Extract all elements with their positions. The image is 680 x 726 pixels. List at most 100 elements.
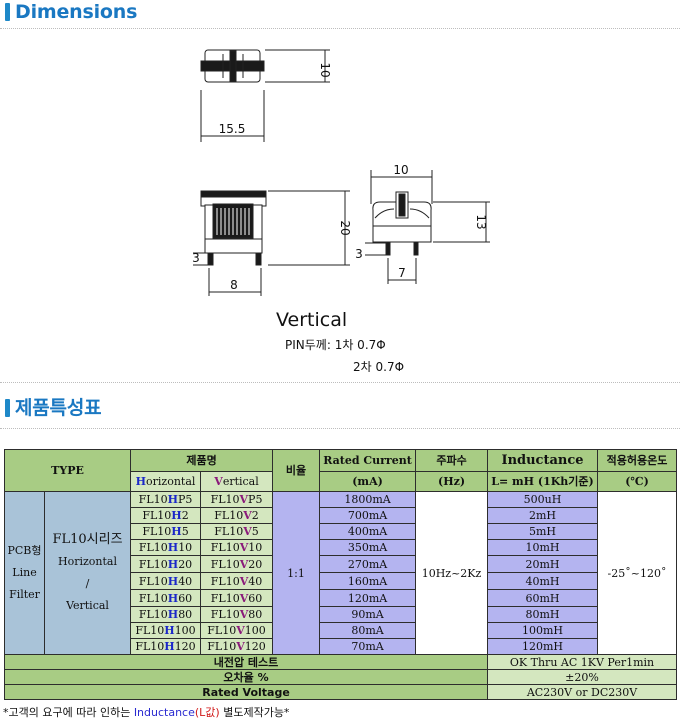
- footer-row: 오차율 % ±20%: [3, 669, 678, 685]
- inductance-value: 80mH: [487, 606, 599, 623]
- rated-current-value: 400mA: [319, 523, 417, 540]
- header-horizontal: Horizontal: [130, 471, 202, 492]
- footer-value: ±20%: [487, 669, 678, 685]
- model-vertical: FL10V120: [200, 638, 274, 655]
- frequency-value: 10Hz~2Kz: [415, 491, 489, 655]
- inductance-value: 500uH: [487, 491, 599, 508]
- ratio-value: 1:1: [272, 491, 321, 655]
- rated-current-value: 700mA: [319, 507, 417, 524]
- dim-front-pin-pitch: 7: [398, 266, 406, 280]
- model-vertical: FL10V10: [200, 539, 274, 556]
- pin-thickness-label: PIN두께: 1차 0.7Φ: [285, 338, 386, 352]
- group-type-cell: PCB형 Line Filter: [4, 491, 45, 655]
- rated-current-value: 90mA: [319, 606, 417, 623]
- table-row: FL10H40 FL10V40 160mA 40mH: [5, 572, 677, 590]
- dim-front-width: 10: [393, 163, 408, 177]
- model-vertical: FL10VP5: [200, 491, 274, 508]
- model-vertical: FL10V5: [200, 523, 274, 540]
- table-row: PCB형 Line Filter FL10시리즈 Horizontal / Ve…: [4, 491, 678, 655]
- model-vertical: FL10V40: [200, 572, 274, 590]
- rated-current-value: 1800mA: [319, 491, 417, 508]
- footer-label: 내전압 테스트: [3, 654, 489, 670]
- header-ratio: 비율: [272, 449, 321, 492]
- footer-label: 오차율 %: [3, 669, 489, 685]
- header-inductance-unit: L= mH (1Kh기준): [487, 471, 599, 492]
- inductance-value: 40mH: [487, 572, 599, 590]
- inductance-value: 60mH: [487, 589, 599, 607]
- model-horizontal: FL10H60: [130, 589, 202, 607]
- model-horizontal: FL10H5: [130, 523, 202, 540]
- custom-order-note: *고객의 요구에 따라 인하는 Inductance(L값) 별도제작가능*: [3, 706, 290, 719]
- pin-thickness-label-2: 2차 0.7Φ: [353, 360, 404, 372]
- model-vertical: FL10V80: [200, 606, 274, 623]
- dim-side-height: 20: [338, 220, 352, 235]
- header-frequency: 주파수: [415, 449, 489, 472]
- model-vertical: FL10V100: [200, 622, 274, 639]
- section-marker: [5, 399, 10, 417]
- table-row: FL10H120 FL10V120 70mA 120mH: [5, 638, 677, 655]
- header-rated-current-unit: (mA): [319, 471, 417, 492]
- rated-current-value: 80mA: [319, 622, 417, 639]
- header-vertical: Vertical: [200, 471, 274, 492]
- table-row: FL10H60 FL10V60 120mA 60mH: [5, 589, 677, 607]
- dim-side-width: 8: [230, 278, 238, 292]
- dim-side-pin-offset: 3: [192, 251, 200, 265]
- divider: [0, 428, 680, 429]
- footer-label: Rated Voltage: [3, 684, 489, 700]
- dimension-drawing: 10 15.5 20 3 8 10 13 3 7 Vertical PIN두께:…: [192, 49, 490, 372]
- footer-value: AC230V or DC230V: [487, 684, 678, 700]
- header-temperature: 적용허용온도: [597, 449, 678, 472]
- rated-current-value: 120mA: [319, 589, 417, 607]
- header-temperature-unit: (℃): [597, 471, 678, 492]
- dim-top-width: 15.5: [219, 122, 246, 136]
- inductance-value: 10mH: [487, 539, 599, 556]
- spec-table: TYPE 제품명 비율 Rated Current 주파수 Inductance…: [3, 449, 678, 700]
- footer-value: OK Thru AC 1KV Per1min: [487, 654, 678, 670]
- divider: [0, 382, 680, 383]
- dim-front-pin-offset: 3: [355, 247, 363, 261]
- table-row: FL10H20 FL10V20 270mA 20mH: [5, 555, 677, 573]
- model-horizontal: FL10H20: [130, 555, 202, 573]
- inductance-value: 5mH: [487, 523, 599, 540]
- table-row: FL10H80 FL10V80 90mA 80mH: [5, 606, 677, 623]
- spec-title: 제품특성표: [15, 397, 102, 419]
- table-row: FL10H5 FL10V5 400mA 5mH: [5, 523, 677, 540]
- model-horizontal: FL10H2: [130, 507, 202, 524]
- dimensions-title: Dimensions: [15, 1, 138, 23]
- header-rated-current: Rated Current: [319, 449, 417, 472]
- model-vertical: FL10V2: [200, 507, 274, 524]
- model-horizontal: FL10HP5: [130, 491, 202, 508]
- rated-current-value: 270mA: [319, 555, 417, 573]
- inductance-value: 120mH: [487, 638, 599, 655]
- inductance-value: 2mH: [487, 507, 599, 524]
- drawing-caption: Vertical: [276, 309, 347, 331]
- model-horizontal: FL10H10: [130, 539, 202, 556]
- side-view: [193, 190, 350, 296]
- divider: [0, 28, 680, 29]
- model-horizontal: FL10H120: [130, 638, 202, 655]
- footer-row: 내전압 테스트 OK Thru AC 1KV Per1min: [3, 654, 678, 670]
- rated-current-value: 70mA: [319, 638, 417, 655]
- front-view: [365, 170, 490, 284]
- model-horizontal: FL10H80: [130, 606, 202, 623]
- model-horizontal: FL10H40: [130, 572, 202, 590]
- group-series-cell: FL10시리즈 Horizontal / Vertical: [43, 491, 132, 655]
- model-horizontal: FL10H100: [130, 622, 202, 639]
- model-vertical: FL10V60: [200, 589, 274, 607]
- dim-front-height: 13: [474, 214, 488, 229]
- inductance-value: 100mH: [487, 622, 599, 639]
- dim-top-height: 10: [318, 62, 332, 77]
- header-type: TYPE: [3, 449, 132, 492]
- inductance-value: 20mH: [487, 555, 599, 573]
- header-frequency-unit: (Hz): [415, 471, 489, 492]
- table-row: FL10H2 FL10V2 700mA 2mH: [5, 507, 677, 524]
- header-inductance: Inductance: [487, 449, 599, 472]
- header-product-name: 제품명: [130, 449, 274, 472]
- rated-current-value: 160mA: [319, 572, 417, 590]
- footer-row: Rated Voltage AC230V or DC230V: [3, 684, 678, 700]
- temperature-value: -25˚~120˚: [597, 491, 678, 655]
- inductance-label: Inductance: [501, 453, 584, 468]
- top-view: [200, 49, 330, 142]
- rated-current-value: 350mA: [319, 539, 417, 556]
- section-marker: [5, 3, 10, 21]
